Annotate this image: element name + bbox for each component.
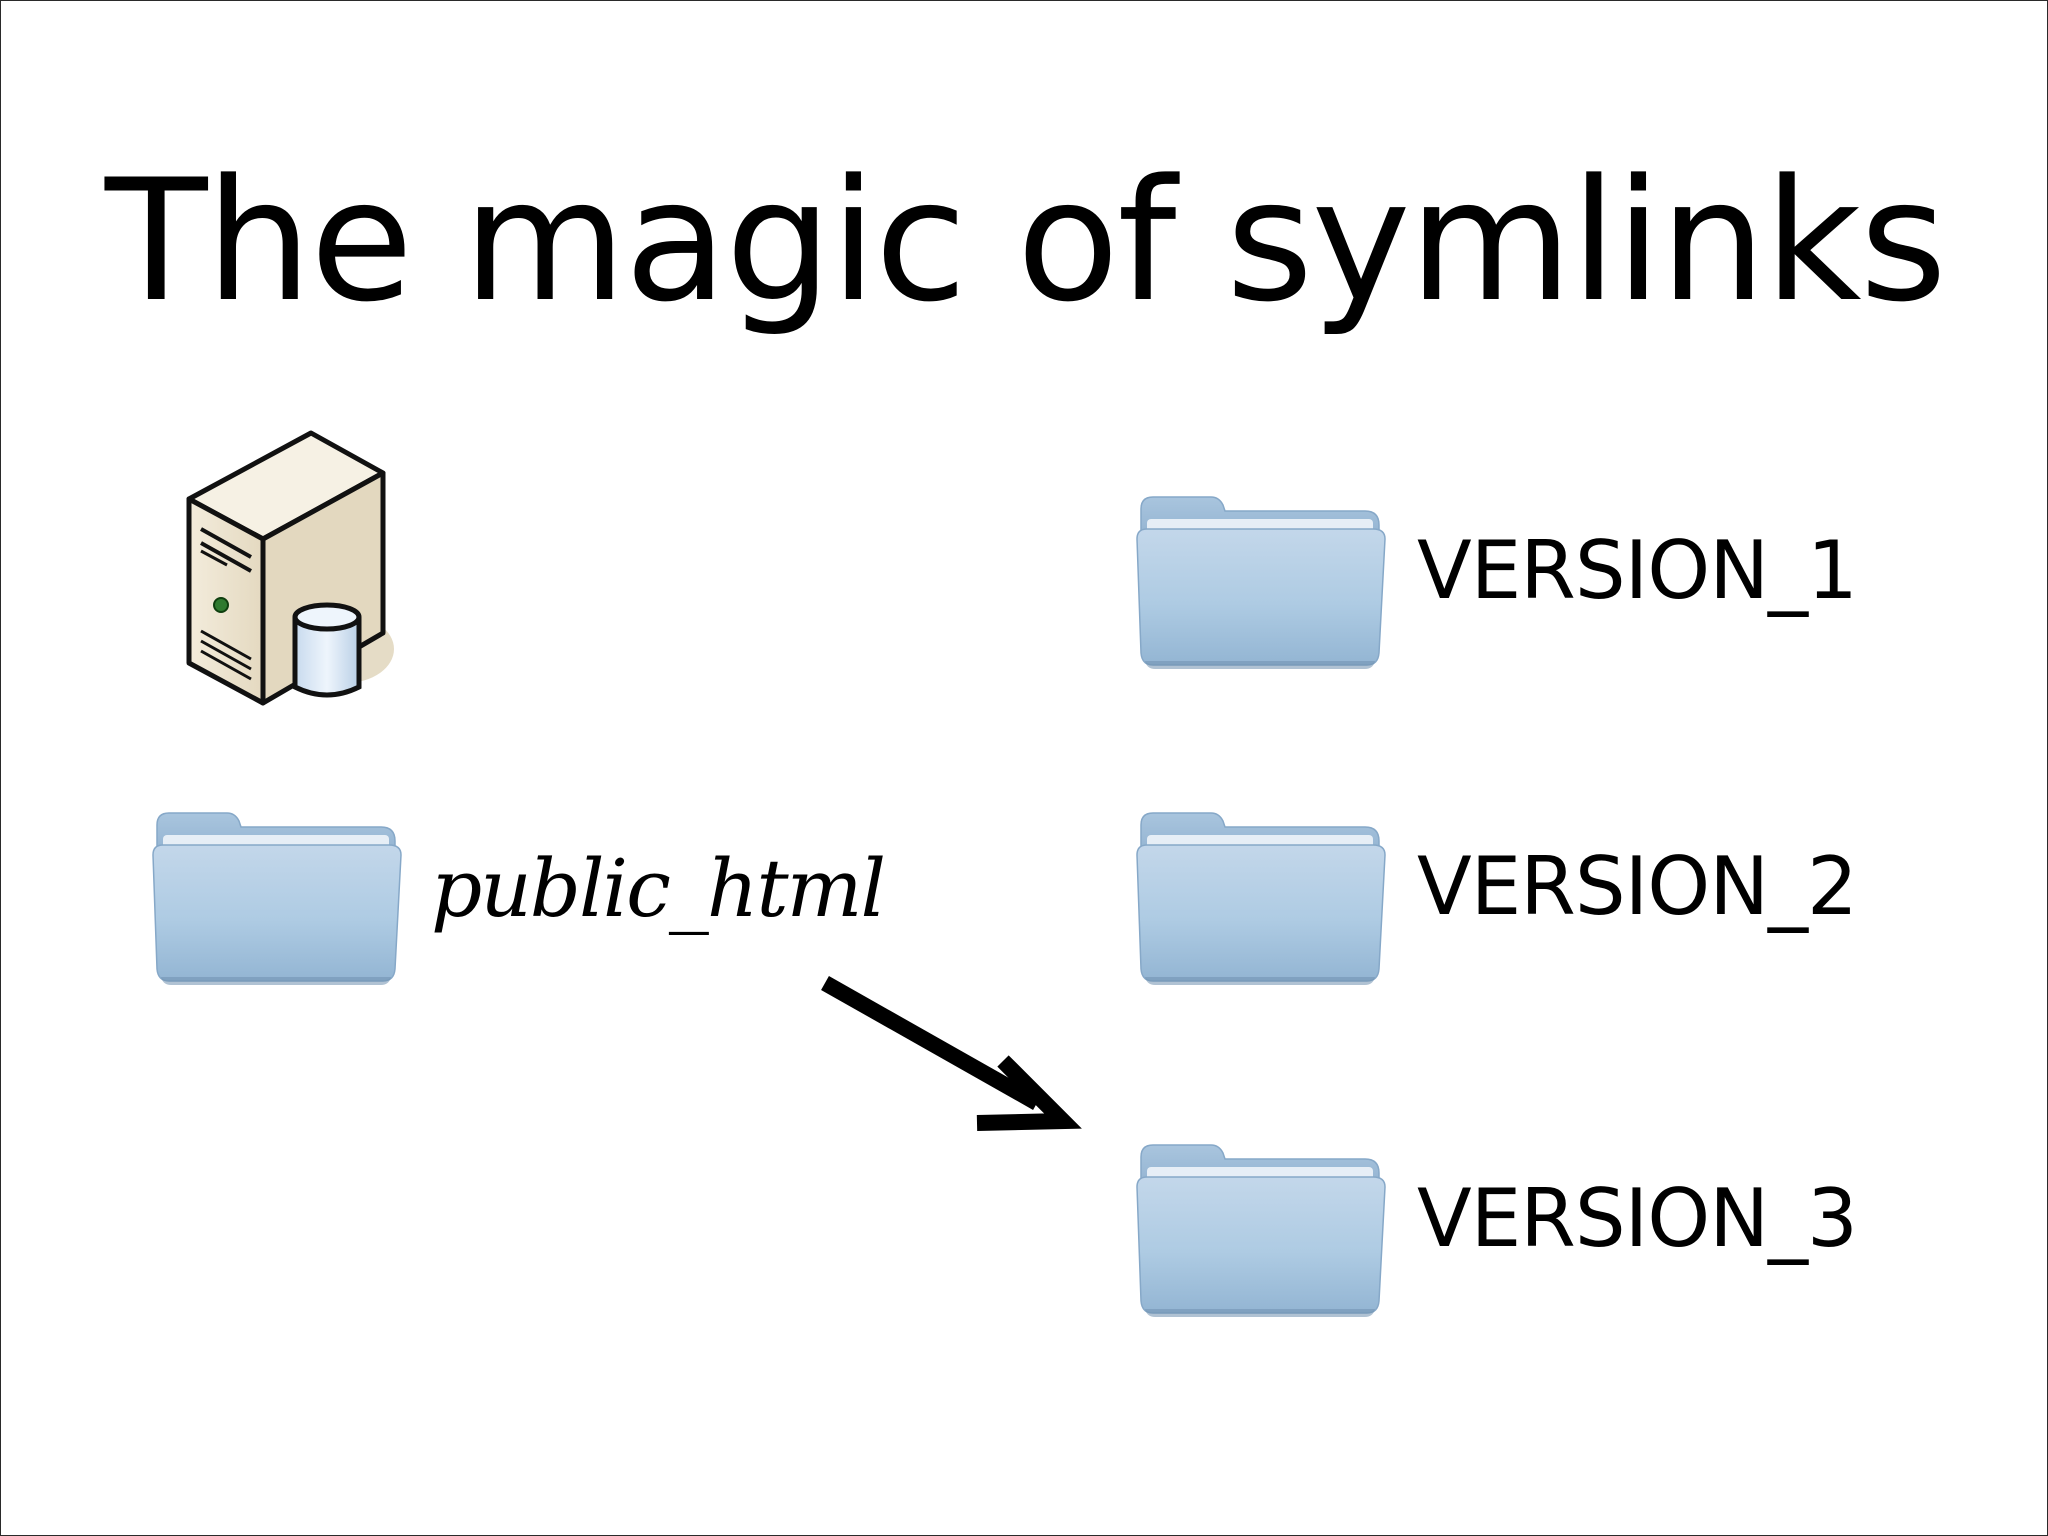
server-with-database-icon xyxy=(171,421,411,711)
slide-title: The magic of symlinks xyxy=(104,143,1947,339)
version-2-folder-icon[interactable] xyxy=(1133,791,1389,991)
version-3-folder-icon[interactable] xyxy=(1133,1123,1389,1323)
version-3-label: VERSION_3 xyxy=(1417,1172,1858,1265)
version-1-folder-icon[interactable] xyxy=(1133,475,1389,675)
public-html-folder-icon[interactable] xyxy=(149,791,405,991)
version-2-label: VERSION_2 xyxy=(1417,840,1858,933)
symlink-arrow-icon xyxy=(801,961,1091,1146)
public-html-label: public_html xyxy=(431,842,886,935)
version-1-label: VERSION_1 xyxy=(1417,524,1858,617)
